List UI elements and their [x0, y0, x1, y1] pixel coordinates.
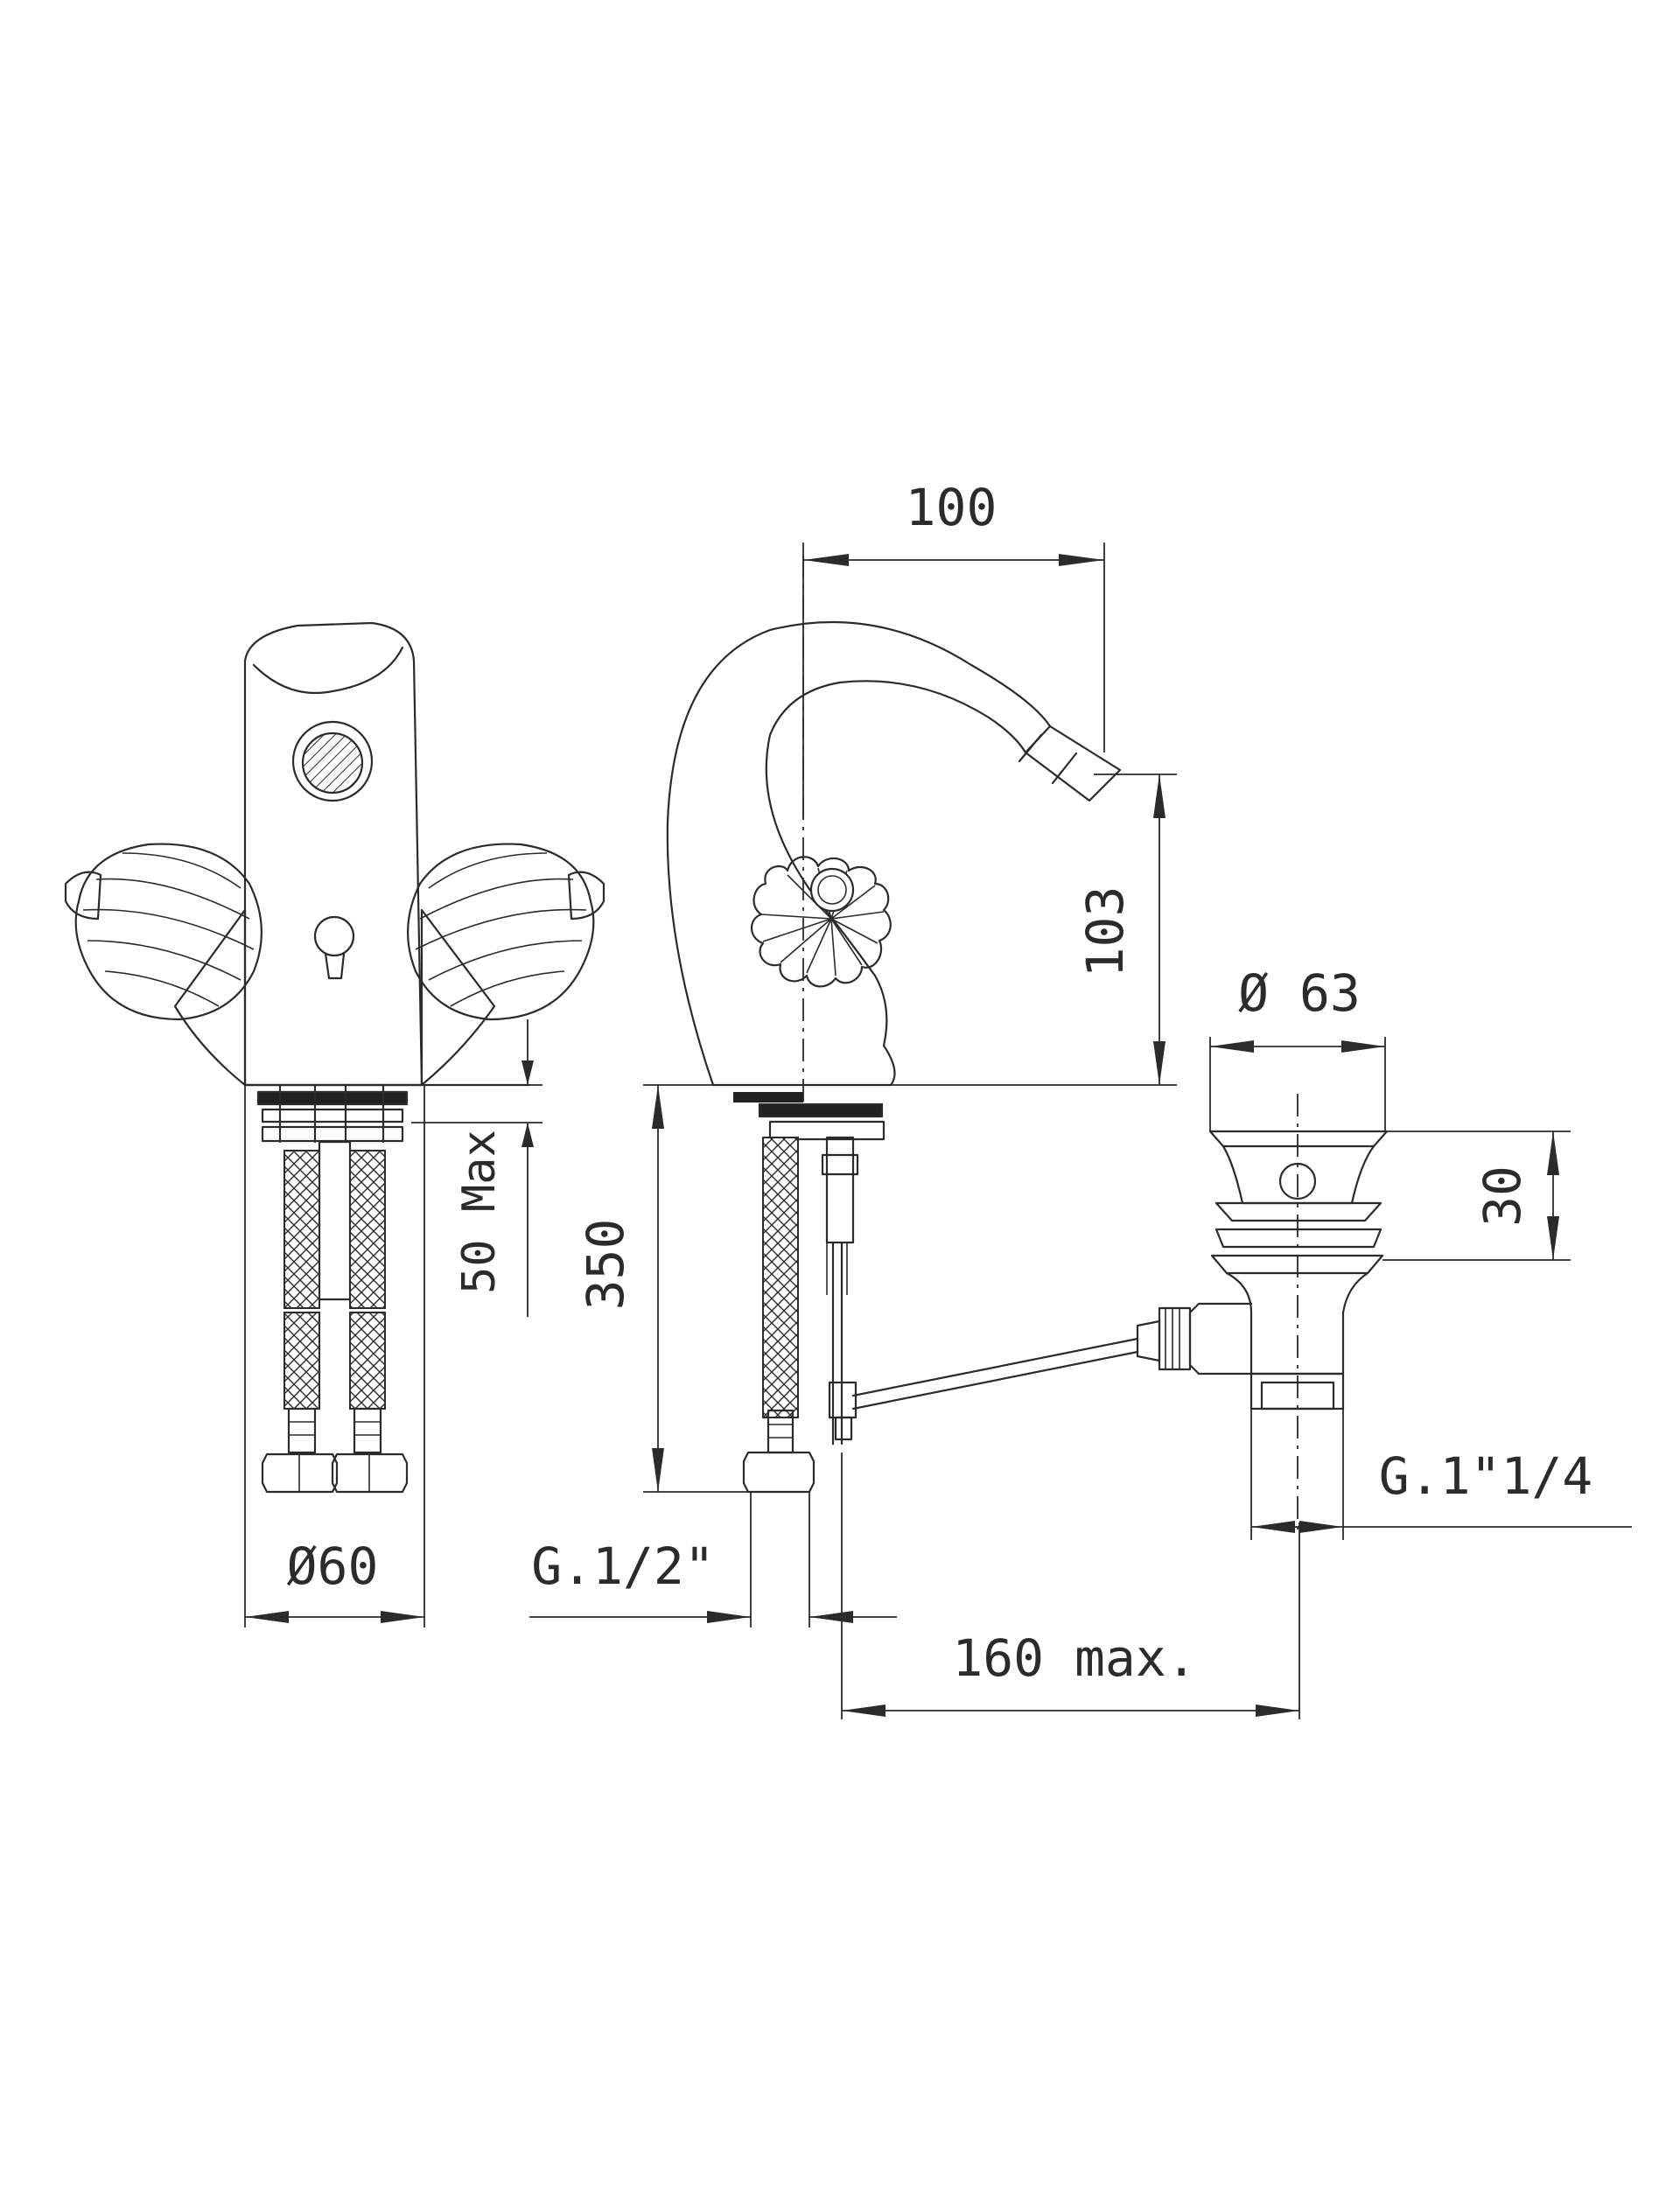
dim-hose-length: 350 [576, 1219, 635, 1311]
dim-max-thickness: 50 Max [453, 1130, 506, 1294]
right-handle [407, 843, 606, 1021]
dim-spout-reach: 100 [906, 478, 998, 537]
dim-waste-diameter: Ø 63 [1238, 963, 1361, 1023]
dim-waste-height: 30 [1473, 1166, 1532, 1227]
waste-view [1136, 1094, 1389, 1536]
dim-spout-height: 103 [1075, 886, 1135, 978]
side-handle [750, 856, 892, 988]
front-view [64, 621, 606, 1494]
left-handle [64, 843, 262, 1021]
side-view [666, 556, 1139, 1494]
dim-rod-length: 160 max. [952, 1628, 1196, 1688]
waste-dimensions [1209, 1037, 1632, 1540]
dimension-labels: 100 103 Ø 63 30 50 Max 350 Ø60 G.1/2" G.… [287, 478, 1593, 1688]
dim-waste-thread: G.1"1/4 [1379, 1446, 1592, 1506]
side-dimensions [529, 542, 1300, 1719]
front-dimensions [244, 1019, 542, 1628]
dim-base-diameter: Ø60 [287, 1536, 379, 1596]
dim-inlet-thread: G.1/2" [531, 1536, 715, 1596]
